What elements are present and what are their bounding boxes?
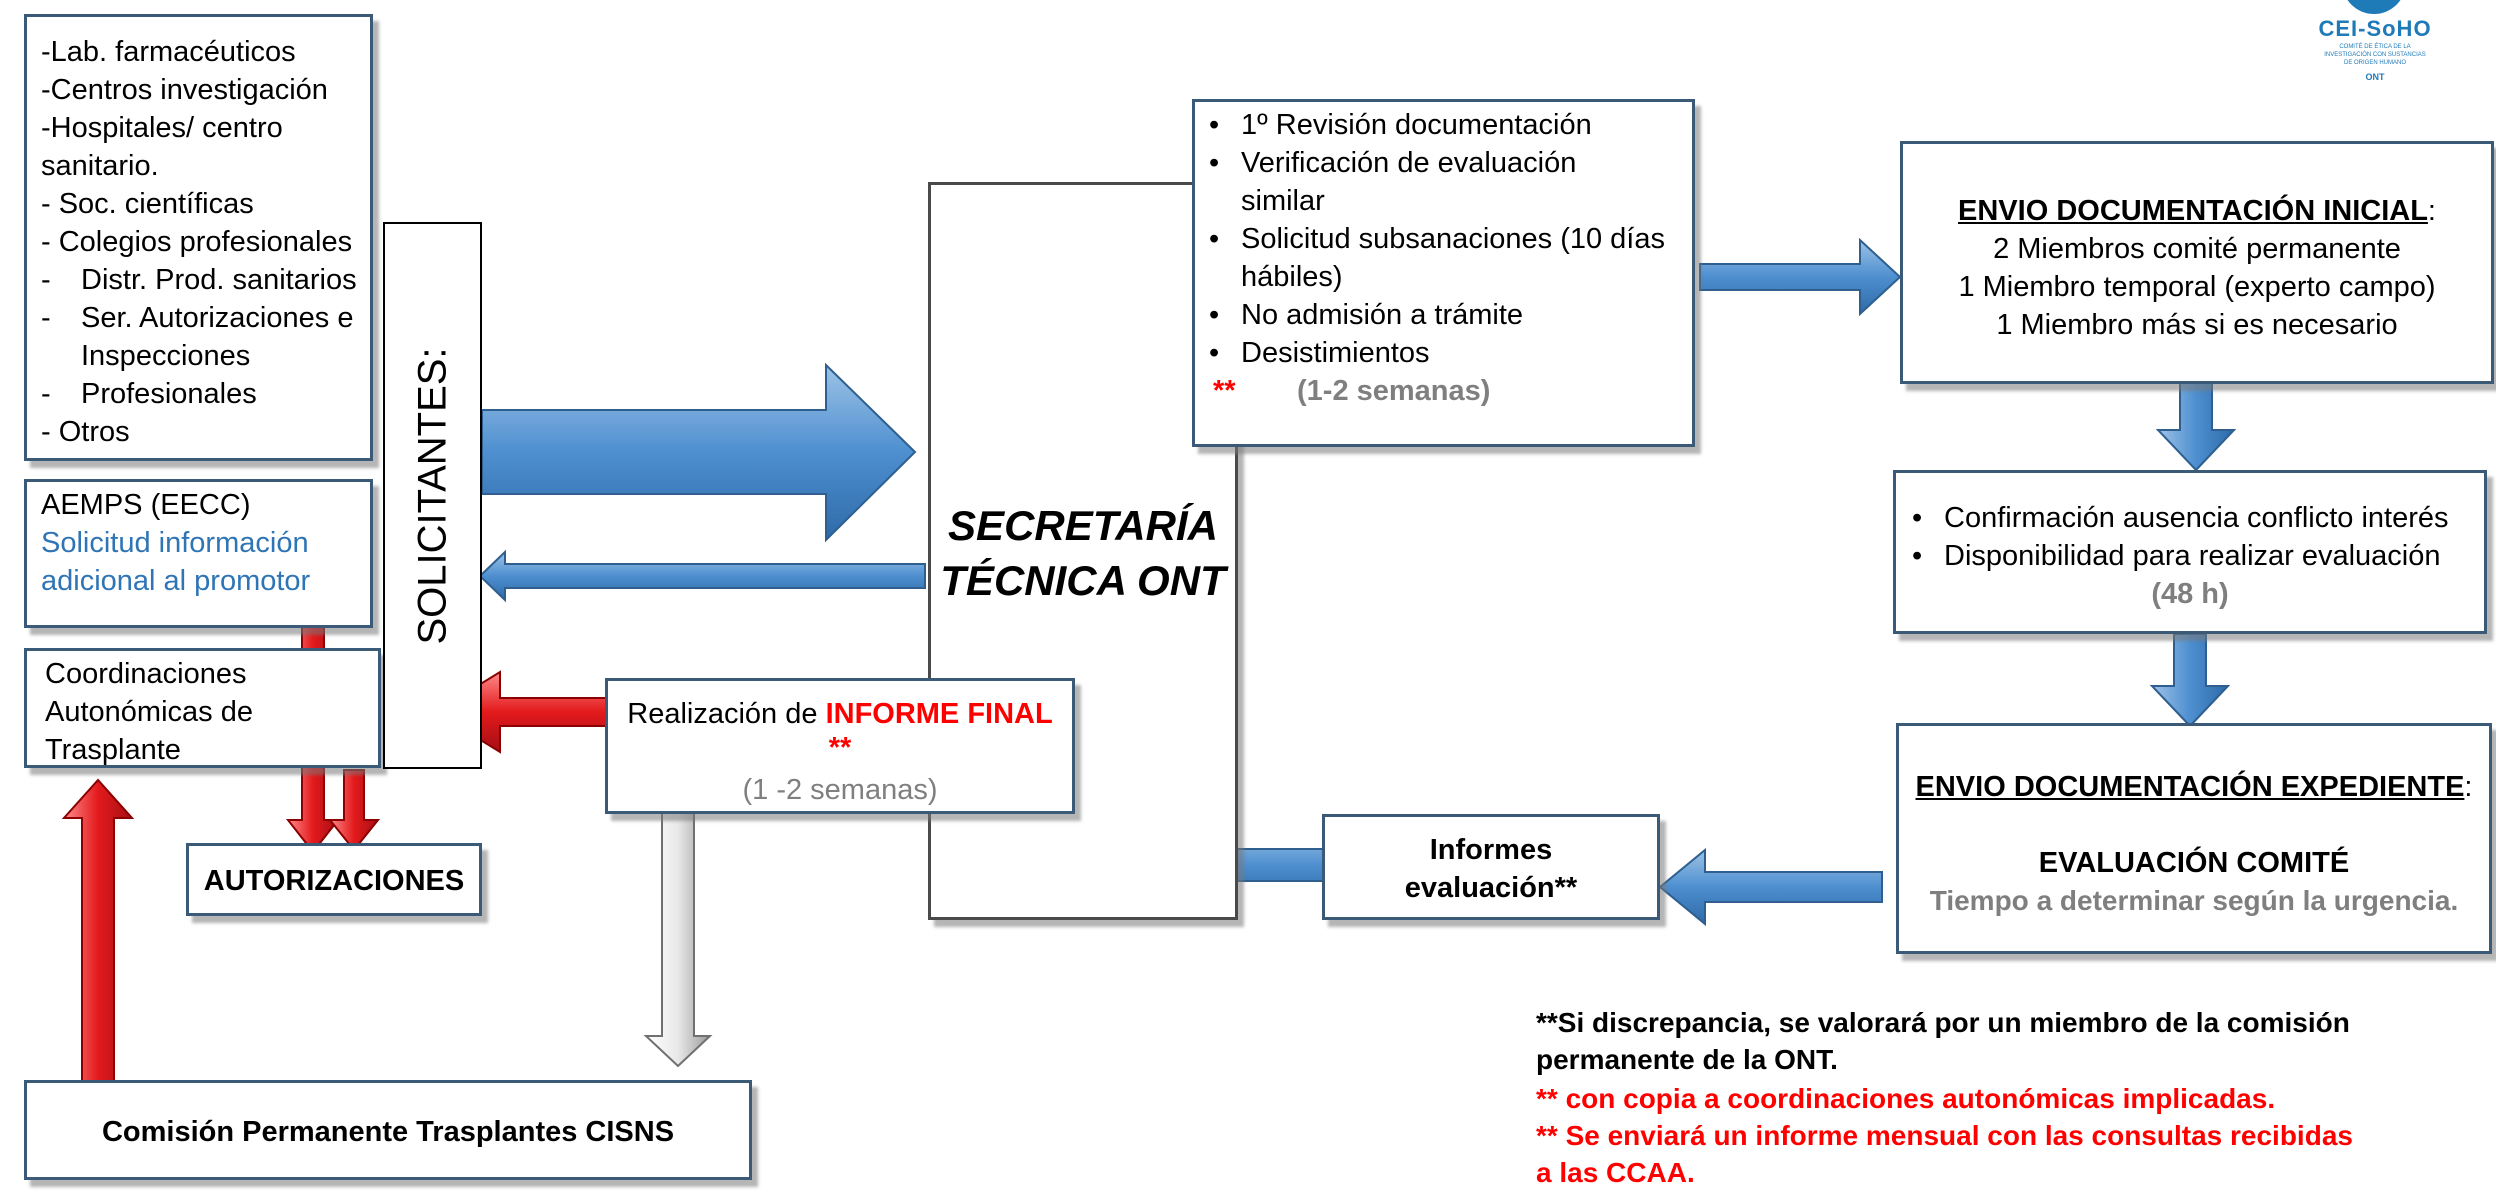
confirmacion-item: Disponibilidad para realizar evaluación [1902,537,2449,575]
review-box: 1º Revisión documentación Verificación d… [1192,99,1695,447]
review-item: Desistimientos [1199,334,1523,372]
entity-dash: - [41,264,51,296]
review-item-cont: hábiles) [1241,261,1343,293]
review-time: (1-2 semanas) [1297,375,1491,407]
note-red-2: ** Se enviará un informe mensual con las… [1536,1120,2353,1151]
envio-inicial-box: ENVIO DOCUMENTACIÓN INICIAL: 2 Miembros … [1900,141,2494,384]
informe-final-time: (1 -2 semanas) [742,774,938,806]
review-item: No admisión a trámite [1199,296,1523,334]
envio-inicial-line: 1 Miembro más si es necesario [1996,309,2398,341]
review-item-cont: similar [1241,185,1325,217]
autorizaciones-box: AUTORIZACIONES [186,843,482,916]
arrow-coord-to-autorizaciones [327,769,381,852]
entity-item: -Hospitales/ centro [41,112,283,144]
confirmacion-box: Confirmación ausencia conflicto interés … [1893,470,2487,634]
logo-small-3: DE ORIGEN HUMANO [2343,60,2406,66]
logo-emblem [2342,0,2406,14]
entity-item: Distr. Prod. sanitarios [81,264,357,296]
arrow-comision-to-coord [61,778,135,1083]
entity-item: Profesionales [81,378,257,410]
entity-item: -Centros investigación [41,74,328,106]
entity-dash: - [41,302,51,334]
arrow-expediente-to-informes [1658,847,1883,927]
confirmacion-time: (48 h) [2151,578,2229,610]
secretaria-line-1: SECRETARÍA [948,502,1218,549]
entity-item: - Soc. científicas [41,188,254,220]
comision-label: Comisión Permanente Trasplantes CISNS [101,1116,675,1148]
informes-line-2: evaluación** [1404,872,1578,904]
informe-final-stars: ** [828,732,852,764]
review-item: 1º Revisión documentación [1199,106,1592,144]
informe-final-box: Realización de INFORME FINAL ** (1 -2 se… [605,678,1075,814]
arrow-solicitantes-to-secretaria [481,362,917,543]
review-list-2: Solicitud subsanaciones (10 días [1199,220,1665,258]
review-item: Solicitud subsanaciones (10 días [1199,220,1665,258]
envio-inicial-title-line: ENVIO DOCUMENTACIÓN INICIAL: [1903,192,2491,230]
aemps-line-1: Solicitud información [41,527,309,559]
expediente-title: ENVIO DOCUMENTACIÓN EXPEDIENTE [1915,771,2465,803]
entity-item: Ser. Autorizaciones e [81,302,354,334]
entity-item: -Lab. farmacéuticos [41,36,296,68]
note-red-3: a las CCAA. [1536,1157,1695,1188]
expediente-time: Tiempo a determinar según la urgencia. [1929,885,2459,916]
entities-box: -Lab. farmacéuticos -Centros investigaci… [24,14,373,461]
entity-item: sanitario. [41,150,159,182]
arrow-envio-to-confirm [2155,375,2237,472]
confirmacion-list: Confirmación ausencia conflicto interés … [1902,499,2449,575]
informe-final-line: Realización de INFORME FINAL [608,695,1072,733]
envio-inicial-colon: : [2427,195,2436,227]
confirmacion-item: Confirmación ausencia conflicto interés [1902,499,2449,537]
coord-line: Autonómicas de [45,696,253,728]
entity-dash: - [41,378,51,410]
envio-inicial-line: 1 Miembro temporal (experto campo) [1958,271,2436,303]
review-item: Verificación de evaluación [1199,144,1592,182]
review-list: 1º Revisión documentación Verificación d… [1199,106,1592,182]
informe-final-highlight: INFORME FINAL [825,698,1053,730]
solicitantes-label: SOLICITANTES: [410,346,454,645]
entity-item: Inspecciones [81,340,251,372]
envio-inicial-line: 2 Miembros comité permanente [1993,233,2401,265]
coord-line: Trasplante [45,734,181,766]
logo-small-2: INVESTIGACIÓN CON SUSTANCIAS [2324,52,2426,58]
aemps-line-2: adicional al promotor [41,565,311,597]
logo-small-1: COMITÉ DE ÉTICA DE LA [2339,44,2411,50]
note-black-2: permanente de la ONT. [1536,1044,1838,1075]
expediente-box: ENVIO DOCUMENTACIÓN EXPEDIENTE: EVALUACI… [1896,723,2492,954]
review-list-3: No admisión a trámite Desistimientos [1199,296,1523,372]
coordinaciones-box: Coordinaciones Autonómicas de Trasplante [24,648,381,768]
solicitantes-box: SOLICITANTES: [383,222,482,769]
expediente-title-line: ENVIO DOCUMENTACIÓN EXPEDIENTE: [1899,768,2489,806]
note-red-1: ** con copia a coordinaciones autonómica… [1536,1083,2276,1114]
informes-box: Informes evaluación** [1322,814,1660,920]
logo-text: CEI-SoHO [2318,16,2432,41]
aemps-title: AEMPS (EECC) [41,489,251,521]
entity-item: - Otros [41,416,130,448]
expediente-subtitle: EVALUACIÓN COMITÉ [2038,847,2350,879]
informes-line-1: Informes [1429,834,1553,866]
note-black-1: **Si discrepancia, se valorará por un mi… [1536,1007,2350,1038]
logo-small-4: ONT [2365,72,2385,82]
secretaria-line-2: TÉCNICA ONT [940,557,1226,604]
aemps-box: AEMPS (EECC) Solicitud información adici… [24,479,373,628]
coord-line: Coordinaciones [45,658,247,690]
entity-item: - Colegios profesionales [41,226,353,258]
comision-box: Comisión Permanente Trasplantes CISNS [24,1080,752,1180]
expediente-colon: : [2464,771,2473,803]
autorizaciones-label: AUTORIZACIONES [203,865,465,897]
arrow-review-to-envio [1699,237,1902,317]
review-stars: ** [1213,375,1236,407]
arrow-confirm-to-expediente [2149,633,2231,728]
ont-logo: CEI-SoHO COMITÉ DE ÉTICA DE LA INVESTIGA… [2290,0,2460,90]
arrow-informe-to-comision [643,807,713,1068]
informe-final-prefix: Realización de [627,698,826,730]
envio-inicial-title: ENVIO DOCUMENTACIÓN INICIAL [1958,195,2428,227]
arrow-secretaria-to-solicitantes [478,549,926,603]
